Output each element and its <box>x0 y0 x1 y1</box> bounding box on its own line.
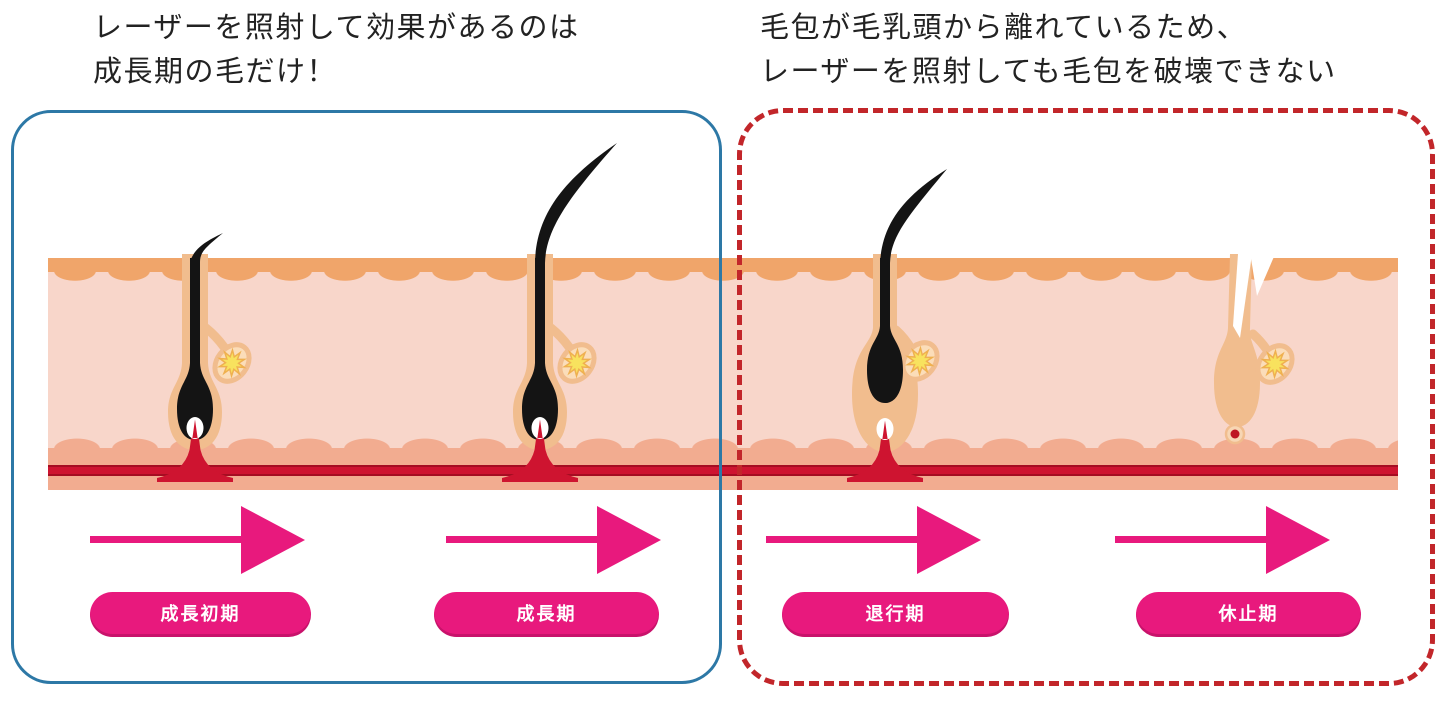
arrow-head-icon <box>597 506 661 574</box>
arrow-shaft <box>90 536 245 543</box>
arrow-shaft <box>766 536 921 543</box>
follicle-anagen <box>502 143 617 482</box>
follicle-early-anagen <box>157 233 256 482</box>
stage-arrow-telogen <box>1115 505 1330 575</box>
epidermis-wavy-edge <box>48 271 1398 285</box>
arrow-head-icon <box>241 506 305 574</box>
stage-arrow-early-anagen <box>90 505 305 575</box>
stage-pill-catagen: 退行期 <box>782 592 1009 637</box>
follicle-telogen <box>1214 252 1299 445</box>
hair-shaft-and-bulb <box>867 258 903 403</box>
note-effective-line1: レーザーを照射して効果があるのは <box>93 12 580 44</box>
hair-shaft-and-bulb <box>177 258 213 440</box>
note-ineffective-line2: レーザーを照射しても毛包を破壊できない <box>760 56 1337 88</box>
hair-above-skin <box>535 143 617 263</box>
follicle-opening-gap <box>1250 252 1276 296</box>
arrow-shaft <box>1115 536 1270 543</box>
gland-duct <box>546 323 574 352</box>
effective-stages-box <box>11 110 722 684</box>
club-hair-white <box>1233 254 1252 338</box>
note-ineffective-line1: 毛包が毛乳頭から離れているため、 <box>760 12 1248 44</box>
epidermis-band <box>48 258 1398 272</box>
note-laser-ineffective: 毛包が毛乳頭から離れているため、 レーザーを照射しても毛包を破壊できない <box>760 6 1337 94</box>
hair-above-skin <box>880 169 947 263</box>
blood-vessel-line <box>48 465 1398 476</box>
note-laser-effective: レーザーを照射して効果があるのは 成長期の毛だけ！ <box>93 6 580 94</box>
follicle-catagen <box>847 169 947 482</box>
dermis-band <box>48 258 1398 448</box>
arrow-head-icon <box>1266 506 1330 574</box>
detached-papilla-dot <box>1230 429 1240 439</box>
ineffective-stages-box <box>737 108 1435 686</box>
hair-above-skin <box>190 233 223 262</box>
stage-arrow-anagen <box>446 505 661 575</box>
stage-pill-anagen: 成長期 <box>434 592 659 637</box>
hypodermis-wavy-edge <box>48 434 1398 449</box>
arrow-shaft <box>446 536 601 543</box>
stage-arrow-catagen <box>766 505 981 575</box>
arrow-head-icon <box>917 506 981 574</box>
note-effective-line2: 成長期の毛だけ！ <box>93 56 338 88</box>
gland-duct <box>201 323 229 352</box>
follicle-sheath <box>1214 254 1260 427</box>
stage-pill-telogen: 休止期 <box>1136 592 1361 637</box>
hair-shaft-and-bulb <box>522 258 558 440</box>
stage-pill-early-anagen: 成長初期 <box>90 592 311 637</box>
